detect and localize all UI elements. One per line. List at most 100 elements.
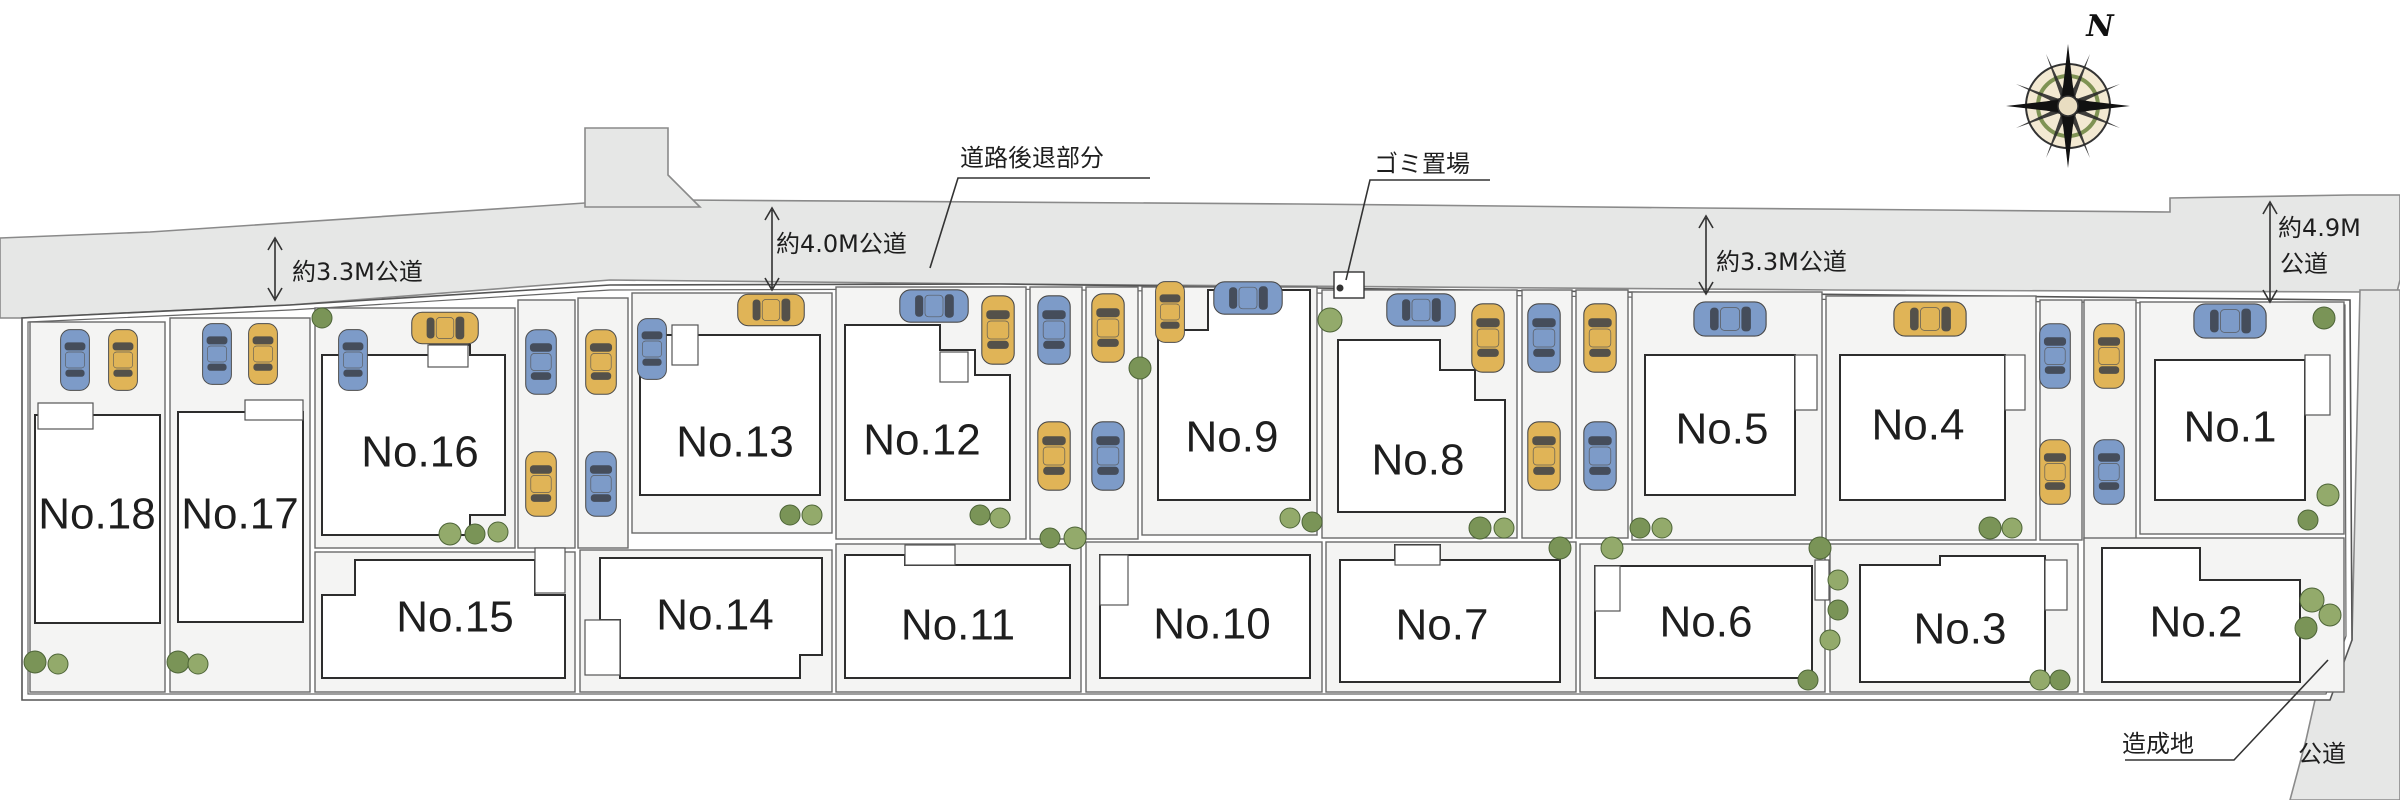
car-icon bbox=[1213, 281, 1283, 315]
car-icon bbox=[1091, 293, 1125, 363]
road-main bbox=[0, 194, 2400, 319]
shrub-icon bbox=[2001, 517, 2023, 539]
car-icon bbox=[1471, 303, 1505, 373]
roads bbox=[0, 127, 2400, 800]
shrub-icon bbox=[1317, 307, 1343, 333]
car-icon bbox=[1527, 421, 1561, 491]
shrub-icon bbox=[23, 650, 47, 674]
dimension-arrow-mid bbox=[764, 206, 780, 292]
leader-road-setback bbox=[929, 177, 1150, 269]
car-icon bbox=[981, 295, 1015, 365]
compass-north-label: N bbox=[2085, 9, 2115, 44]
shrub-icon bbox=[1629, 517, 1651, 539]
lot-label-12: No.12 bbox=[863, 416, 980, 465]
shrub-icon bbox=[166, 650, 190, 674]
car-icon bbox=[1583, 303, 1617, 373]
car-icon bbox=[1091, 421, 1125, 491]
label-public-road: 公道 bbox=[2298, 740, 2346, 768]
road-width-dimensions bbox=[267, 200, 2278, 304]
shrub-icon bbox=[1548, 536, 1572, 560]
car-icon bbox=[737, 293, 805, 327]
car-icon bbox=[585, 451, 617, 517]
car-icon bbox=[2092, 438, 2126, 506]
lot-label-6: No.6 bbox=[1660, 598, 1753, 647]
shrub-icon bbox=[438, 522, 462, 546]
dimension-arrow-east bbox=[1698, 214, 1714, 296]
car-icon bbox=[2193, 303, 2267, 339]
porch bbox=[427, 344, 469, 368]
porches bbox=[37, 324, 2331, 676]
house-1 bbox=[2154, 359, 2306, 501]
car-icon bbox=[2038, 322, 2072, 390]
shrub-icon bbox=[2029, 669, 2051, 691]
house-footprints bbox=[34, 289, 2306, 683]
house-12 bbox=[844, 324, 1011, 501]
house-8 bbox=[1337, 339, 1506, 513]
shrub-icon bbox=[2318, 603, 2342, 627]
house-17 bbox=[177, 411, 304, 623]
porch bbox=[2004, 354, 2026, 411]
car-icon bbox=[637, 318, 667, 380]
house-2 bbox=[2101, 547, 2301, 683]
shrub-icon bbox=[1797, 669, 1819, 691]
label-garbage: ゴミ置場 bbox=[1374, 150, 1470, 178]
compass-rose-icon: N bbox=[2006, 9, 2130, 168]
porch bbox=[534, 547, 566, 594]
car-icon bbox=[1386, 293, 1456, 327]
shrub-icon bbox=[989, 507, 1011, 529]
shrubs bbox=[23, 306, 2342, 691]
lot-label-3: No.3 bbox=[1914, 605, 2007, 654]
porch bbox=[939, 351, 969, 383]
shrub-icon bbox=[1651, 517, 1673, 539]
dimension-arrow-right bbox=[2262, 200, 2278, 304]
car-icon bbox=[1527, 303, 1561, 373]
house-3 bbox=[1859, 555, 2046, 683]
shrub-icon bbox=[1468, 516, 1492, 540]
porch bbox=[37, 402, 94, 430]
car-icon bbox=[525, 329, 557, 395]
shrub-icon bbox=[2312, 306, 2336, 330]
shrub-icon bbox=[1819, 629, 1841, 651]
shrub-icon bbox=[1128, 356, 1152, 380]
lot-label-2: No.2 bbox=[2150, 598, 2243, 647]
label-road-setback: 道路後退部分 bbox=[960, 144, 1104, 172]
porch bbox=[1794, 354, 1818, 411]
shrub-icon bbox=[2299, 587, 2325, 613]
label-road-right-2: 公道 bbox=[2280, 250, 2328, 278]
shrub-icon bbox=[1827, 569, 1849, 591]
lot-label-7: No.7 bbox=[1396, 601, 1489, 650]
car-icon bbox=[525, 451, 557, 517]
lot-label-14: No.14 bbox=[656, 591, 773, 640]
car-icon bbox=[585, 329, 617, 395]
lot-label-8: No.8 bbox=[1372, 436, 1465, 485]
shrub-icon bbox=[464, 523, 486, 545]
road-north-spur bbox=[584, 127, 702, 208]
shrub-icon bbox=[1039, 527, 1061, 549]
house-18 bbox=[34, 414, 161, 624]
shrub-icon bbox=[47, 653, 69, 675]
annotations: 約3.3M公道 約4.0M公道 約3.3M公道 約4.9M 公道 道路後退部分 … bbox=[292, 144, 2361, 768]
dimension-arrow-west bbox=[267, 236, 283, 302]
shrub-icon bbox=[1827, 599, 1849, 621]
lot-label-18: No.18 bbox=[38, 490, 155, 539]
label-developed-land: 造成地 bbox=[2122, 730, 2194, 758]
shrub-icon bbox=[1063, 526, 1087, 550]
lot-label-13: No.13 bbox=[676, 418, 793, 467]
garbage-marker bbox=[1336, 284, 1344, 292]
shrub-icon bbox=[2316, 483, 2340, 507]
lot-label-5: No.5 bbox=[1676, 405, 1769, 454]
label-road-west: 約3.3M公道 bbox=[292, 258, 423, 286]
shrub-icon bbox=[1493, 517, 1515, 539]
car-icon bbox=[1893, 301, 1967, 337]
car-icon bbox=[899, 289, 969, 323]
porch bbox=[671, 324, 699, 366]
car-icon bbox=[248, 323, 278, 385]
lot-label-10: No.10 bbox=[1153, 600, 1270, 649]
shrub-icon bbox=[2294, 616, 2318, 640]
car-icon bbox=[2038, 438, 2072, 506]
lot-label-11: No.11 bbox=[901, 601, 1015, 650]
shrub-icon bbox=[779, 504, 801, 526]
porch bbox=[1394, 544, 1441, 566]
car-icon bbox=[60, 329, 90, 391]
